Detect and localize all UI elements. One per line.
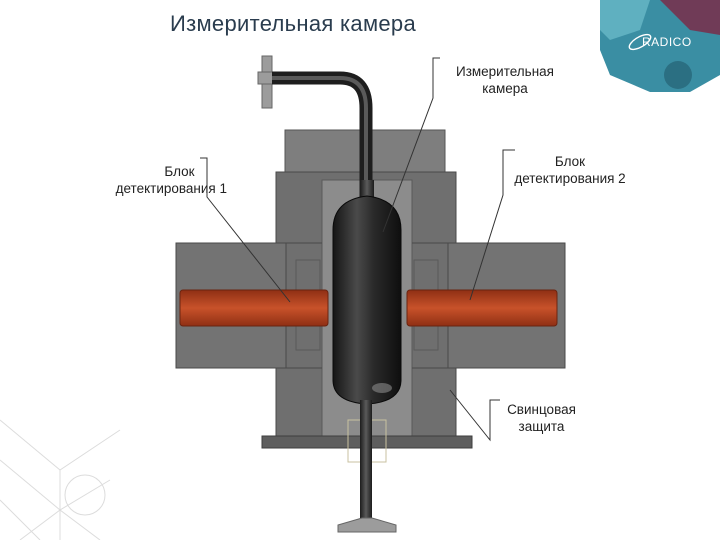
label-line: Измерительная <box>455 64 554 79</box>
label-detection-block-2: Блок детектирования 2 <box>505 153 635 187</box>
label-measuring-chamber: Измерительная камера <box>440 63 570 97</box>
decorative-lines <box>0 419 121 540</box>
slide-title: Измерительная камера <box>170 11 417 36</box>
label-line: Блок <box>164 164 195 179</box>
detector-crystal-2 <box>406 289 558 327</box>
label-detection-block-1: Блок детектирования 1 <box>92 163 227 197</box>
label-line: детектирования 2 <box>514 171 626 186</box>
leader-lines <box>200 57 515 442</box>
radico-logo: RADICO <box>600 0 720 92</box>
label-lead-shield: Свинцовая защита <box>494 401 589 435</box>
detector-crystal-1 <box>179 289 329 327</box>
logo-text: RADICO <box>642 35 692 49</box>
label-line: детектирования 1 <box>115 181 227 196</box>
label-line: Свинцовая <box>507 402 576 417</box>
measuring-chamber <box>332 180 402 405</box>
inlet-tube <box>257 55 373 205</box>
label-line: защита <box>518 419 565 434</box>
label-line: камера <box>482 81 528 96</box>
label-line: Блок <box>554 154 586 169</box>
outlet-tube <box>337 400 397 533</box>
